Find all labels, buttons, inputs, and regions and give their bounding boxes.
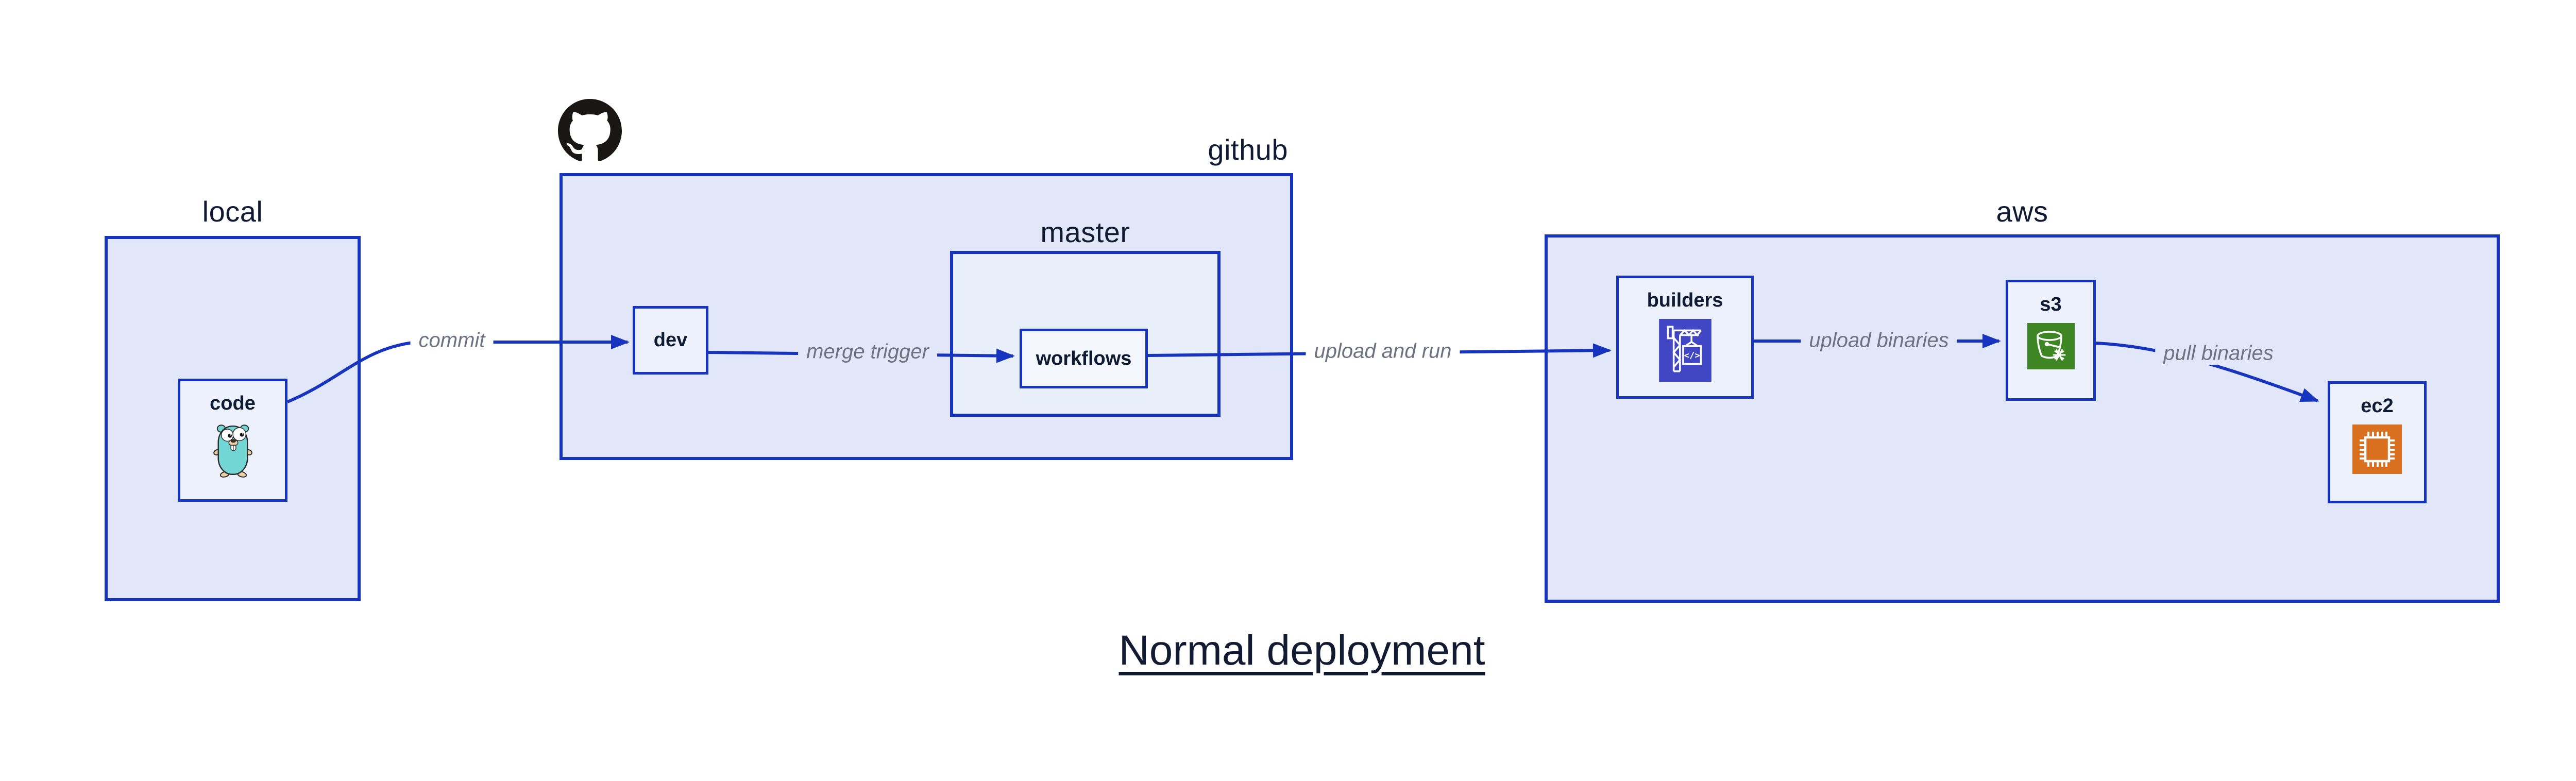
container-label-local: local	[202, 195, 263, 228]
edge-label-merge-trigger: merge trigger	[798, 340, 937, 364]
edge-label-upload-binaries: upload binaries	[1801, 329, 1957, 352]
edge-label-upload-and-run: upload and run	[1306, 339, 1460, 363]
codebuild-crane-icon: </>	[1658, 319, 1711, 382]
node-s3: s3	[2006, 280, 2096, 401]
s3-bucket-snowflake-icon	[2027, 323, 2075, 369]
svg-text:</>: </>	[1684, 350, 1700, 361]
node-code: code	[178, 379, 287, 502]
node-builders: builders </>	[1616, 276, 1754, 399]
node-s3-label: s3	[2040, 294, 2062, 315]
container-label-aws: aws	[1996, 195, 2048, 228]
container-label-master: master	[1040, 216, 1130, 248]
edge-label-pull-binaries: pull binaries	[2155, 342, 2282, 365]
node-workflows: workflows	[1020, 329, 1148, 388]
node-workflows-label: workflows	[1036, 347, 1132, 369]
node-dev: dev	[633, 306, 708, 375]
container-label-github: github	[1208, 133, 1288, 166]
octocat-icon	[558, 99, 622, 161]
node-builders-label: builders	[1647, 290, 1723, 311]
node-ec2: ec2	[2328, 381, 2427, 503]
go-gopher-icon	[213, 425, 252, 478]
node-dev-label: dev	[653, 329, 688, 351]
node-code-label: code	[210, 393, 256, 414]
diagram-title: Normal deployment	[1118, 627, 1485, 674]
node-ec2-label: ec2	[2361, 395, 2394, 417]
edge-label-commit: commit	[410, 329, 494, 352]
ec2-chip-icon	[2352, 425, 2402, 474]
